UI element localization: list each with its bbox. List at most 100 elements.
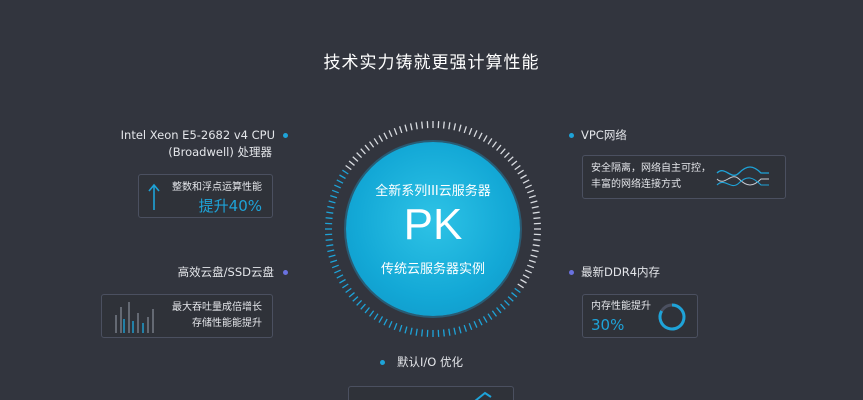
cpu-dot <box>283 133 288 138</box>
ddr-box: 内存性能提升 30% <box>582 294 698 338</box>
ddr-dot <box>569 270 574 275</box>
ring-tick <box>388 321 393 328</box>
ring-tick <box>404 124 408 132</box>
ring-tick <box>482 316 488 323</box>
ring-tick <box>336 274 344 279</box>
ring-tick <box>421 121 424 129</box>
center-pk-text: PK <box>403 200 463 249</box>
ring-tick <box>517 169 524 175</box>
ring-tick <box>328 200 336 204</box>
ring-tick <box>378 316 384 323</box>
ring-tick <box>448 122 451 130</box>
ring-tick <box>522 274 530 279</box>
ring-tick <box>520 174 527 180</box>
ring-tick <box>339 278 346 284</box>
ring-tick <box>393 127 398 135</box>
io-corner-icon <box>474 391 492 400</box>
ring-tick <box>399 324 403 332</box>
ddr-box-value: 30% <box>591 316 625 334</box>
ring-tick <box>530 200 538 204</box>
ring-tick <box>368 141 375 148</box>
ring-tick <box>393 323 398 331</box>
ring-tick <box>511 292 518 298</box>
ring-tick <box>496 307 502 314</box>
arrow-up-icon <box>148 183 160 210</box>
ring-tick <box>533 217 541 220</box>
ring-tick <box>373 313 379 320</box>
ring-tick <box>532 244 540 247</box>
ring-tick <box>517 283 524 289</box>
ring-tick <box>339 174 346 180</box>
ring-tick <box>378 135 384 142</box>
ring-tick <box>500 148 506 155</box>
ring-tick <box>533 238 541 241</box>
ring-tick <box>409 123 413 131</box>
ring-tick <box>487 138 493 145</box>
ring-tick <box>421 329 424 337</box>
ring-tick <box>364 144 370 151</box>
ring-tick <box>342 169 349 175</box>
ring-gauge-icon <box>658 303 686 331</box>
ring-tick <box>330 195 338 199</box>
ring-tick <box>352 156 359 162</box>
io-box <box>348 386 514 400</box>
ring-tick <box>327 205 335 209</box>
ring-tick <box>530 254 538 258</box>
ring-tick <box>364 307 370 314</box>
ring-tick <box>525 269 532 274</box>
ring-tick <box>404 326 408 334</box>
vpc-box-line1: 安全隔离，网络自主可控， <box>591 163 711 174</box>
bar-chart-icon <box>115 302 154 333</box>
ring-tick <box>331 264 339 269</box>
ring-tick <box>468 323 473 331</box>
ring-tick <box>356 152 363 159</box>
vpc-dot <box>569 133 574 138</box>
ring-tick <box>360 303 366 310</box>
ring-tick <box>463 126 467 134</box>
ring-tick <box>352 296 359 302</box>
ring-tick <box>334 184 341 189</box>
ring-tick <box>348 160 355 166</box>
ring-tick <box>330 259 338 263</box>
ring-tick <box>458 326 462 334</box>
cpu-label-line1: Intel Xeon E5-2682 v4 CPU <box>120 128 275 142</box>
ring-tick <box>527 264 535 269</box>
vpc-box: 安全隔离，网络自主可控， 丰富的网络连接方式 <box>582 155 786 199</box>
ring-tick <box>442 121 445 129</box>
ring-tick <box>356 299 363 306</box>
ring-tick <box>503 152 510 159</box>
ring-tick <box>514 164 521 171</box>
ring-tick <box>453 327 457 335</box>
ring-tick <box>453 123 457 131</box>
io-dot <box>380 360 385 365</box>
ring-tick <box>528 195 536 199</box>
ring-tick <box>325 217 333 220</box>
ring-tick <box>507 296 514 302</box>
ring-tick <box>527 189 535 194</box>
ring-tick <box>442 329 445 337</box>
ring-tick <box>478 132 483 140</box>
ring-tick <box>511 160 518 166</box>
disk-dot <box>283 270 288 275</box>
ring-tick <box>415 328 418 336</box>
ring-tick <box>478 318 483 326</box>
ring-tick <box>328 254 336 258</box>
center-bottom-text: 传统云服务器实例 <box>380 262 485 277</box>
disk-box: 最大吞吐量成倍增长 存储性能能提升 <box>101 294 273 338</box>
ring-tick <box>496 144 502 151</box>
ring-tick <box>473 130 478 137</box>
ddr-box-text: 内存性能提升 <box>591 301 651 312</box>
ring-tick <box>373 138 379 145</box>
ring-tick <box>388 130 393 137</box>
ring-tick <box>345 287 352 294</box>
disk-box-line1: 最大吞吐量成倍增长 <box>172 302 262 313</box>
ring-tick <box>345 164 352 171</box>
cpu-box-text: 整数和浮点运算性能 <box>172 182 262 193</box>
ring-tick <box>463 324 467 332</box>
ring-tick <box>342 283 349 289</box>
ring-tick <box>491 310 498 317</box>
cpu-box-value: 提升40% <box>198 197 262 215</box>
ring-tick <box>448 328 451 336</box>
ring-tick <box>334 269 341 274</box>
